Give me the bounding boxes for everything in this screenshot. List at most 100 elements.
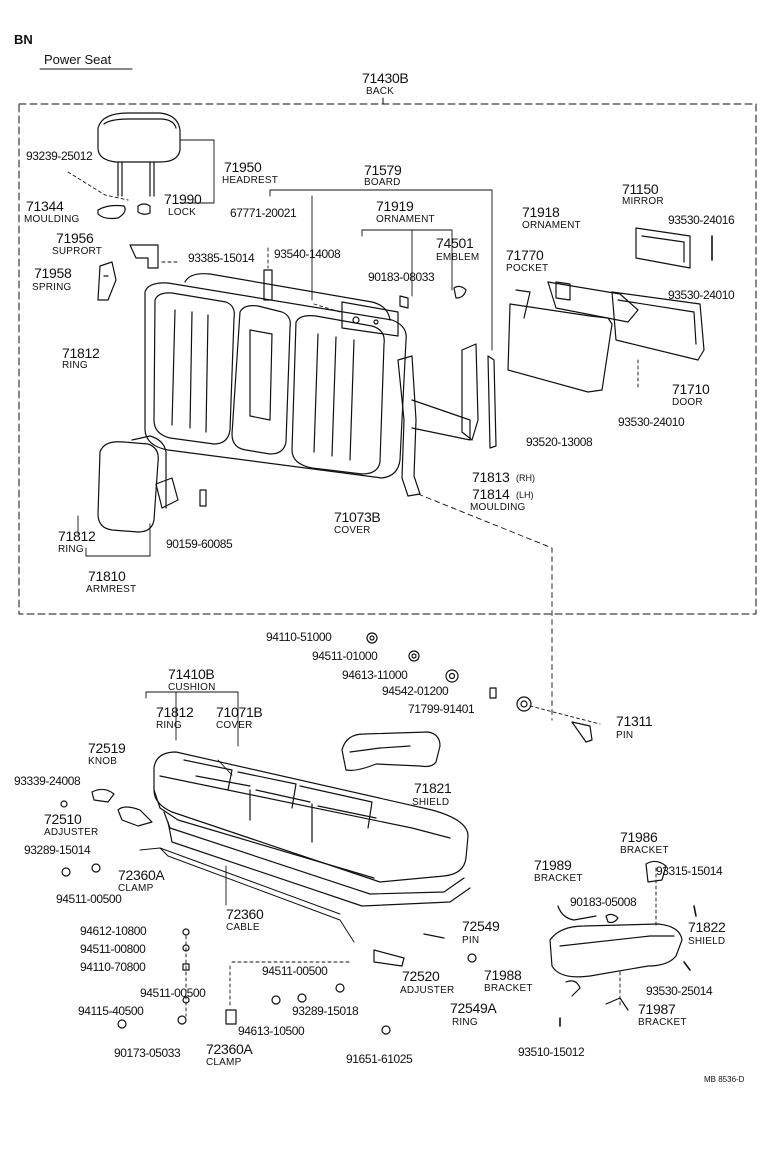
headrest-part [97, 112, 181, 197]
part-94511-00800: 94511-00800 [80, 942, 146, 956]
back-assembly-name: BACK [366, 86, 395, 97]
part-93510-15012: 93510-15012 [518, 1045, 585, 1059]
adjuster-lower-name: ADJUSTER [400, 985, 455, 996]
bracket-71986-number: 71986 [620, 829, 658, 845]
part-93530-24016: 93530-24016 [668, 213, 735, 227]
headrest-number: 71950 [224, 159, 262, 175]
adjuster-upper-number: 72510 [44, 811, 82, 827]
part-91651-61025: 91651-61025 [346, 1052, 413, 1066]
spring-number: 71958 [34, 265, 72, 281]
pocket-name: POCKET [506, 263, 549, 274]
part-71799-91401: 71799-91401 [408, 702, 475, 716]
clamp-upper-number: 72360A [118, 867, 165, 883]
emblem-name: EMBLEM [436, 252, 480, 263]
part-94511-01000: 94511-01000 [312, 649, 378, 663]
pin-cushion-number: 72549 [462, 918, 500, 934]
shield-front-part [341, 731, 441, 771]
pin-back-number: 71311 [616, 713, 653, 729]
part-94110-51000: 94110-51000 [266, 630, 332, 644]
bracket-71989-name: BRACKET [534, 873, 583, 884]
headrest-name: HEADREST [222, 175, 279, 186]
ring-back-name: RING [62, 360, 88, 371]
ornament-pocket-name: ORNAMENT [522, 220, 581, 231]
part-93520-13008: 93520-13008 [526, 435, 593, 449]
support-name: SUPRORT [52, 246, 103, 257]
cushion-cover-name: COVER [216, 720, 253, 731]
part-94613-11000: 94613-11000 [342, 668, 408, 682]
mirror-name: MIRROR [622, 196, 664, 207]
support-number: 71956 [56, 230, 94, 246]
shield-front-number: 71821 [414, 780, 452, 796]
moulding-side-name: MOULDING [470, 502, 526, 513]
moulding-rh-suffix: (RH) [516, 473, 535, 483]
ring-72549A-number: 72549A [450, 1000, 497, 1016]
adjuster-upper-name: ADJUSTER [44, 827, 99, 838]
emblem-number: 74501 [436, 235, 474, 251]
board-name: BOARD [364, 177, 401, 188]
armrest-part [97, 435, 179, 533]
shield-side-number: 71822 [688, 919, 726, 935]
bracket-71988-name: BRACKET [484, 983, 533, 994]
ring-72549A-name: RING [452, 1017, 478, 1028]
ring-cushion-number: 71812 [156, 704, 194, 720]
shield-side-part [549, 923, 683, 978]
ornament-plate-part [341, 301, 399, 337]
ornament-board-name: ORNAMENT [376, 214, 435, 225]
cable-number: 72360 [226, 906, 264, 922]
seat-back-cover-part [144, 273, 407, 479]
moulding-lh-number: 71814 [472, 486, 510, 502]
spring-name: SPRING [32, 282, 72, 293]
moulding-top-number: 71344 [26, 198, 64, 214]
knob-name: KNOB [88, 756, 118, 767]
pin-back-name: PIN [616, 730, 634, 741]
back-assembly-box [18, 103, 757, 615]
part-94115-40500: 94115-40500 [78, 1004, 144, 1018]
part-94542-01200: 94542-01200 [382, 684, 449, 698]
part-93530-24010-upper: 93530-24010 [668, 288, 735, 302]
part-94110-70800: 94110-70800 [80, 960, 146, 974]
board-part [263, 269, 273, 301]
lock-name: LOCK [168, 207, 197, 218]
door-part [611, 291, 705, 361]
door-number: 71710 [672, 381, 710, 397]
bracket-71988-number: 71988 [484, 967, 522, 983]
pocket-number: 71770 [506, 247, 544, 263]
diagram-title: Power Seat [44, 52, 112, 67]
cushion-number: 71410B [168, 666, 215, 682]
cushion-cover-number: 71071B [216, 704, 263, 720]
ornament-pocket-number: 71918 [522, 204, 560, 220]
reference-code: MB 8536-D [704, 1075, 745, 1084]
part-90159-60085: 90159-60085 [166, 537, 233, 551]
part-94511-00500-center: 94511-00500 [262, 964, 328, 978]
seat-cushion-part [153, 751, 471, 907]
mirror-number: 71150 [622, 181, 659, 197]
part-94613-10500: 94613-10500 [238, 1024, 305, 1038]
part-93540-14008: 93540-14008 [274, 247, 341, 261]
cushion-name: CUSHION [168, 682, 216, 693]
back-assembly-number: 71430B [362, 70, 409, 86]
moulding-side-part [397, 355, 421, 497]
part-93239-25012: 93239-25012 [26, 149, 93, 163]
bracket-71989-number: 71989 [534, 857, 572, 873]
catalog-code: BN [14, 32, 33, 47]
part-93530-25014: 93530-25014 [646, 984, 713, 998]
pin-cushion-name: PIN [462, 935, 480, 946]
adjuster-lower-number: 72520 [402, 968, 440, 984]
door-name: DOOR [672, 397, 703, 408]
part-93385-15014: 93385-15014 [188, 251, 255, 265]
mirror-part [635, 227, 691, 269]
knob-number: 72519 [88, 740, 126, 756]
part-90183-05008: 90183-05008 [570, 895, 637, 909]
part-93530-24010-lower: 93530-24010 [618, 415, 685, 429]
bracket-71987-name: BRACKET [638, 1017, 687, 1028]
ring-armrest-name: RING [58, 544, 84, 555]
bracket-71986-name: BRACKET [620, 845, 669, 856]
back-cover-number: 71073B [334, 509, 381, 525]
board-number: 71579 [364, 162, 402, 178]
ring-armrest-number: 71812 [58, 528, 96, 544]
part-94612-10800: 94612-10800 [80, 924, 147, 938]
shield-side-name: SHIELD [688, 936, 726, 947]
ornament-board-number: 71919 [376, 198, 414, 214]
ring-back-number: 71812 [62, 345, 100, 361]
